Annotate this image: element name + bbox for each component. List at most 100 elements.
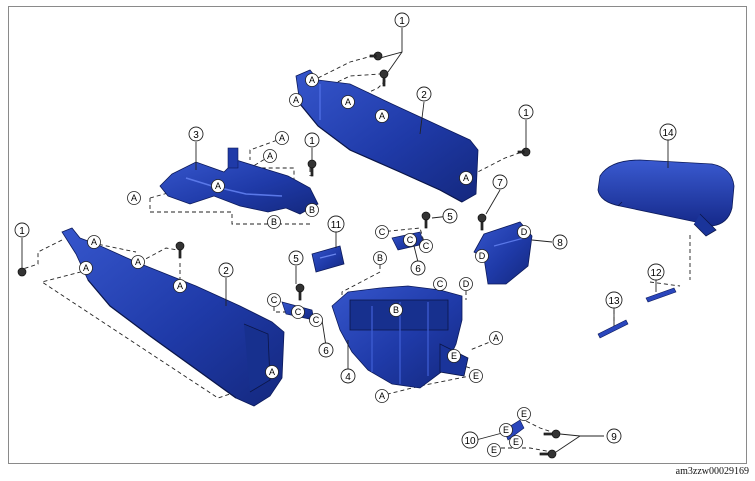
ref-A: A xyxy=(459,171,473,185)
svg-text:1: 1 xyxy=(19,226,25,237)
svg-text:A: A xyxy=(463,173,469,183)
ref-D: D xyxy=(475,249,489,263)
screw-1f xyxy=(175,241,185,259)
ref-E: E xyxy=(447,349,461,363)
ref-A: A xyxy=(131,255,145,269)
ref-A: A xyxy=(289,93,303,107)
svg-text:A: A xyxy=(309,75,315,85)
callout-2-left: 2 xyxy=(218,262,234,278)
screw-1d xyxy=(307,159,317,177)
svg-text:C: C xyxy=(407,235,414,245)
svg-text:6: 6 xyxy=(415,264,421,275)
strip-12 xyxy=(645,287,677,303)
screws xyxy=(17,51,561,459)
ref-D: D xyxy=(459,277,473,291)
screw-7 xyxy=(477,213,487,231)
diagram-frame xyxy=(8,6,747,464)
ref-A: A xyxy=(275,131,289,145)
callout-13: 13 xyxy=(605,291,623,309)
svg-text:4: 4 xyxy=(345,372,351,383)
screw-9a xyxy=(543,429,561,439)
svg-text:A: A xyxy=(379,111,385,121)
callout-1-mid: 1 xyxy=(304,132,320,148)
ref-B: B xyxy=(305,203,319,217)
svg-text:A: A xyxy=(345,97,351,107)
svg-text:B: B xyxy=(377,253,383,263)
side-panel-upper xyxy=(295,69,479,203)
ref-A: A xyxy=(79,261,93,275)
svg-text:13: 13 xyxy=(608,296,620,307)
ref-B: B xyxy=(389,303,403,317)
callout-1-left: 1 xyxy=(14,222,30,238)
svg-text:A: A xyxy=(279,133,285,143)
ref-A: A xyxy=(489,331,503,345)
svg-text:C: C xyxy=(295,307,302,317)
ref-A: A xyxy=(87,235,101,249)
svg-text:A: A xyxy=(215,181,221,191)
svg-text:E: E xyxy=(521,409,527,419)
ref-C: C xyxy=(375,225,389,239)
ref-C: C xyxy=(309,313,323,327)
screw-1c xyxy=(517,147,531,157)
svg-text:A: A xyxy=(267,151,273,161)
svg-text:E: E xyxy=(473,371,479,381)
svg-text:7: 7 xyxy=(497,178,503,189)
ref-C: C xyxy=(403,233,417,247)
svg-text:A: A xyxy=(91,237,97,247)
svg-text:A: A xyxy=(83,263,89,273)
svg-text:C: C xyxy=(423,241,430,251)
ref-A: A xyxy=(263,149,277,163)
svg-text:A: A xyxy=(177,281,183,291)
ref-C: C xyxy=(419,239,433,253)
callout-6-upper: 6 xyxy=(410,260,426,276)
ref-D: D xyxy=(517,225,531,239)
svg-text:D: D xyxy=(521,227,528,237)
callout-8: 8 xyxy=(552,234,568,250)
ref-E: E xyxy=(509,435,523,449)
drawing-id-label: am3zzw00029169 xyxy=(675,466,749,477)
svg-text:1: 1 xyxy=(399,16,405,27)
ref-A: A xyxy=(375,389,389,403)
callout-7: 7 xyxy=(492,174,508,190)
svg-text:2: 2 xyxy=(223,266,229,277)
strip-13 xyxy=(597,319,629,339)
svg-text:1: 1 xyxy=(523,108,529,119)
callout-11: 11 xyxy=(327,215,345,233)
screw-9b xyxy=(539,449,557,459)
svg-text:2: 2 xyxy=(421,90,427,101)
ref-A: A xyxy=(375,109,389,123)
svg-text:A: A xyxy=(293,95,299,105)
screw-5b xyxy=(295,283,305,301)
svg-text:E: E xyxy=(503,425,509,435)
screw-1e xyxy=(17,267,27,277)
callout-1-top: 1 xyxy=(394,12,410,28)
part-callouts: 1 2 1 3 1 14 7 5 11 1 8 5 6 2 12 13 6 4 … xyxy=(14,12,677,449)
callout-10: 10 xyxy=(461,431,479,449)
svg-text:1: 1 xyxy=(309,136,315,147)
svg-text:E: E xyxy=(451,351,457,361)
callout-5-lower: 5 xyxy=(288,250,304,266)
callout-14: 14 xyxy=(659,123,677,141)
ref-B: B xyxy=(267,215,281,229)
screw-1b xyxy=(379,69,389,87)
ref-A: A xyxy=(173,279,187,293)
armrest-lid xyxy=(597,159,735,237)
svg-text:5: 5 xyxy=(293,254,299,265)
callout-6-lower: 6 xyxy=(318,342,334,358)
svg-text:A: A xyxy=(135,257,141,267)
side-panel-lower xyxy=(61,227,285,407)
svg-text:C: C xyxy=(271,295,278,305)
svg-text:B: B xyxy=(271,217,277,227)
svg-text:A: A xyxy=(493,333,499,343)
svg-text:D: D xyxy=(463,279,470,289)
callout-9: 9 xyxy=(606,428,622,444)
ref-A: A xyxy=(341,95,355,109)
svg-text:B: B xyxy=(309,205,315,215)
ref-E: E xyxy=(487,443,501,457)
screw-5a xyxy=(421,211,431,229)
ref-E: E xyxy=(469,369,483,383)
ref-C: C xyxy=(267,293,281,307)
callout-2-top: 2 xyxy=(416,86,432,102)
ref-C: C xyxy=(291,305,305,319)
